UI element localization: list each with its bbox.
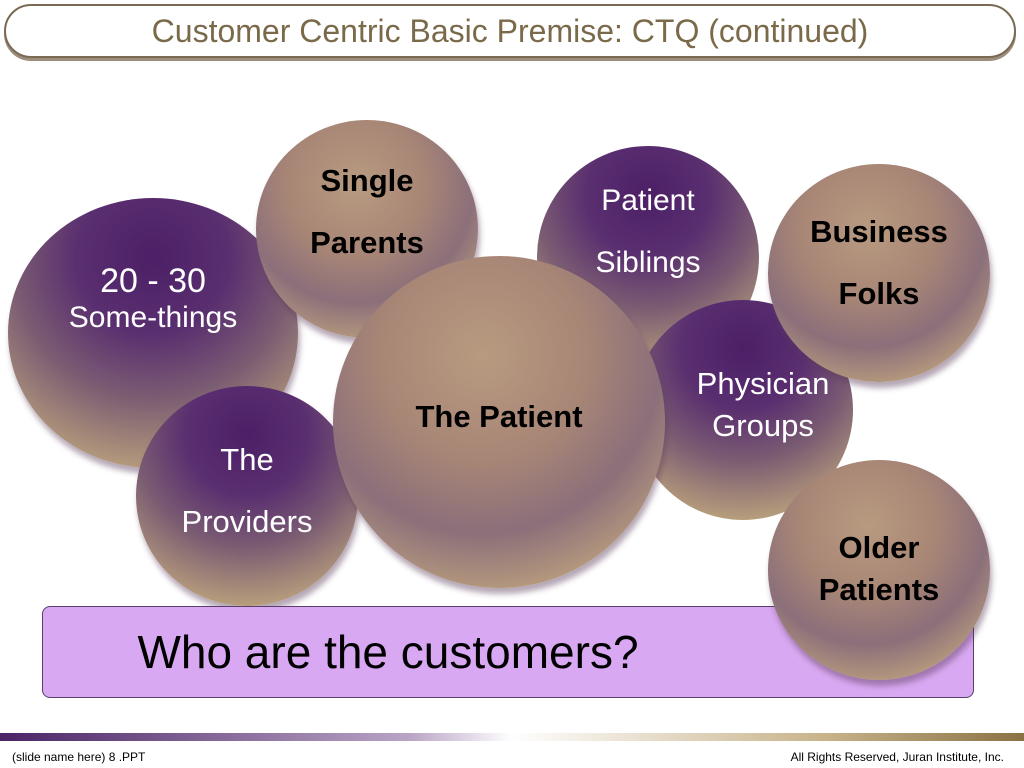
- bubble-business-folks-line2: Folks: [838, 276, 920, 311]
- bubble-20-30-somethings: 20 - 30 Some-things: [8, 198, 298, 468]
- bubble-20-30-line1: 20 - 30: [100, 261, 206, 300]
- bubble-the-patient: The Patient: [333, 256, 665, 588]
- question-text: Who are the customers?: [137, 626, 639, 678]
- footer-bar-left: [0, 733, 512, 741]
- footer-slide-name: (slide name here) 8 .PPT: [12, 750, 146, 764]
- bubble-business-folks-line1: Business: [810, 214, 948, 249]
- footer-copyright: All Rights Reserved, Juran Institute, In…: [790, 750, 1004, 764]
- bubble-patient-siblings-line2: Siblings: [595, 246, 701, 279]
- bubble-patient-siblings-line1: Patient: [601, 184, 695, 217]
- title-banner: Customer Centric Basic Premise: CTQ (con…: [4, 4, 1016, 58]
- bubble-single-parents-line1: Single: [320, 163, 414, 198]
- bubble-physician-groups-line2: Groups: [712, 408, 814, 443]
- bubble-single-parents-line2: Parents: [310, 225, 424, 260]
- bubble-older-patients-line2: Patients: [818, 572, 940, 607]
- bubble-older-patients: Older Patients: [768, 460, 990, 680]
- bubble-physician-groups-line1: Physician: [696, 366, 830, 401]
- bubble-the-providers: The Providers: [136, 386, 358, 606]
- slide-title: Customer Centric Basic Premise: CTQ (con…: [151, 12, 869, 49]
- bubble-the-providers-line2: Providers: [181, 504, 313, 539]
- footer-bar-right: [512, 733, 1024, 741]
- bubble-the-providers-line1: The: [220, 442, 274, 477]
- bubble-the-patient-line1: The Patient: [415, 399, 583, 434]
- bubble-20-30-line2: Some-things: [68, 300, 238, 334]
- bubble-older-patients-line1: Older: [838, 530, 920, 565]
- bubble-business-folks: Business Folks: [768, 164, 990, 382]
